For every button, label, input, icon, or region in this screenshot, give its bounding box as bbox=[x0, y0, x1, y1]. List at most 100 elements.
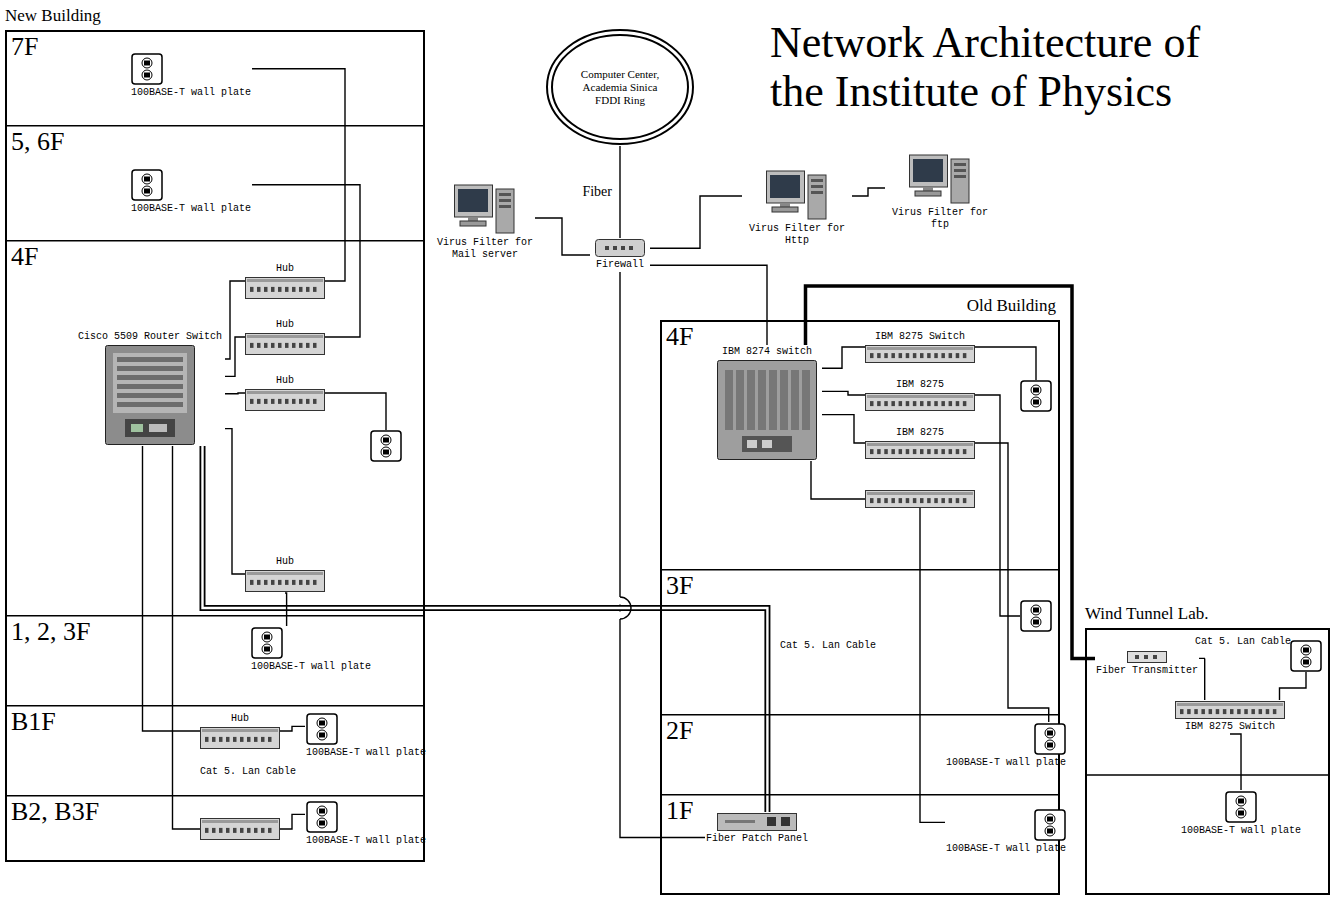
hub-icon bbox=[200, 727, 280, 749]
link-label: Fiber bbox=[580, 184, 614, 200]
link-path bbox=[1199, 658, 1205, 700]
network-link bbox=[225, 337, 245, 376]
panel-icon bbox=[717, 813, 797, 831]
device-label: Hub bbox=[276, 263, 294, 275]
link-path bbox=[252, 185, 360, 337]
network-link bbox=[1199, 658, 1205, 700]
device-label: Virus Filter for Mail server bbox=[436, 237, 534, 261]
ibm-icon bbox=[717, 360, 817, 460]
device-label: IBM 8275 bbox=[896, 427, 944, 439]
plate-icon bbox=[1291, 641, 1321, 671]
link-path bbox=[650, 196, 742, 248]
sw-icon bbox=[1175, 701, 1285, 719]
link-path bbox=[203, 446, 768, 812]
cable-line bbox=[325, 393, 386, 430]
hub: Hub bbox=[245, 374, 325, 412]
device-label: 100BASE-T wall plate bbox=[1181, 825, 1301, 837]
building: Old Building4FIBM 8274switchIBM 8275 Swi… bbox=[660, 320, 1060, 895]
link-path bbox=[822, 347, 865, 368]
network-link bbox=[203, 446, 768, 812]
patch-panel: Fiber Patch Panel bbox=[705, 812, 809, 846]
cable-note: Cat 5. Lan Cable bbox=[1195, 636, 1291, 648]
device-label: Hub bbox=[276, 556, 294, 568]
cable-line bbox=[1280, 672, 1307, 700]
hub: Hub bbox=[245, 555, 325, 593]
floor-label: 1F bbox=[666, 798, 693, 824]
lan-switch: IBM 8275 Switch bbox=[1175, 700, 1285, 734]
plate-icon bbox=[1225, 791, 1257, 823]
network-link bbox=[975, 443, 1049, 722]
fddi-ring: Computer Center, Academia Sinica FDDI Ri… bbox=[545, 28, 695, 146]
cable-note: Cat 5. Lan Cable bbox=[200, 766, 296, 778]
floor-band: 1F100BASE-T wall plateFiber Patch Panel bbox=[660, 794, 1060, 895]
link-path bbox=[143, 446, 201, 731]
sw-icon bbox=[865, 393, 975, 411]
floor-label: 4F bbox=[666, 324, 693, 350]
network-link bbox=[280, 726, 305, 731]
plate-icon bbox=[1034, 809, 1066, 841]
pc-icon bbox=[909, 153, 971, 205]
floor-band: 4FCisco 5509 Router SwitchHubHubHubHub bbox=[5, 240, 425, 615]
network-link bbox=[806, 286, 1096, 658]
network-link bbox=[852, 188, 885, 196]
connectors bbox=[143, 69, 1242, 838]
lan-switch: IBM 8275 bbox=[865, 426, 975, 460]
hub-icon bbox=[245, 333, 325, 355]
wall-plate: 100BASE-T wall plate bbox=[305, 712, 427, 760]
wall-plate: 100BASE-T wall plate bbox=[305, 800, 427, 848]
device-label: 100BASE-T wall plate bbox=[306, 835, 426, 847]
floor-label: 7F bbox=[11, 34, 38, 60]
floor-band: 5, 6F100BASE-T wall plate bbox=[5, 125, 425, 240]
floor-divider bbox=[1087, 774, 1328, 776]
network-link bbox=[285, 593, 287, 626]
network-link bbox=[822, 415, 865, 443]
network-link bbox=[650, 196, 742, 248]
sw-icon bbox=[866, 491, 975, 508]
pc-icon bbox=[454, 183, 516, 235]
network-link bbox=[143, 446, 201, 731]
virus-filter: Virus Filter for ftp bbox=[885, 152, 995, 232]
plate-icon bbox=[1021, 381, 1051, 411]
link-path bbox=[252, 69, 345, 281]
link-path bbox=[535, 218, 590, 255]
virus-filter: Virus Filter for Mail server bbox=[435, 182, 535, 262]
plate-icon bbox=[251, 627, 283, 659]
device-label: 100BASE-T wall plate bbox=[946, 757, 1066, 769]
wall-plate: 100BASE-T wall plate bbox=[945, 808, 1067, 856]
wall-plate: 100BASE-T wall plate bbox=[130, 168, 252, 216]
link-path bbox=[822, 391, 865, 395]
network-link bbox=[252, 69, 345, 281]
link-path bbox=[806, 286, 1096, 658]
diagram-title: Network Architecture of the Institute of… bbox=[770, 18, 1240, 117]
bump-gap bbox=[619, 597, 622, 605]
building: Wind Tunnel Lab.Fiber TransmitterIBM 827… bbox=[1085, 628, 1330, 895]
plate-icon bbox=[1021, 601, 1051, 631]
floor-label: 4F bbox=[11, 244, 38, 270]
ring-label: Computer Center, Academia Sinica FDDI Ri… bbox=[570, 68, 670, 107]
label-row: IBM 8274switch bbox=[722, 346, 812, 358]
lan-switch: IBM 8275 bbox=[865, 378, 975, 412]
link-path bbox=[285, 593, 287, 626]
pc-icon bbox=[766, 169, 828, 221]
device-label: Hub bbox=[276, 375, 294, 387]
cisco-icon bbox=[105, 345, 195, 445]
device-label: 100BASE-T wall plate bbox=[131, 87, 251, 99]
bump-gap bbox=[619, 612, 622, 620]
plate-icon bbox=[131, 169, 163, 201]
device-label: Fiber Transmitter bbox=[1096, 665, 1198, 677]
cable-note: Cat 5. Lan Cable bbox=[780, 640, 876, 652]
device-label: Virus Filter for ftp bbox=[886, 207, 994, 231]
network-link bbox=[822, 391, 865, 395]
device-label: IBM 8275 Switch bbox=[1185, 721, 1275, 733]
floor-label: 3F bbox=[666, 573, 693, 599]
hub-icon bbox=[245, 570, 325, 592]
core-switch: IBM 8274switch bbox=[712, 345, 822, 461]
link-path bbox=[620, 272, 705, 838]
network-link bbox=[620, 146, 621, 238]
wall-plate: 100BASE-T wall plate bbox=[945, 722, 1067, 770]
wall-plate: 100BASE-T wall plate bbox=[250, 626, 372, 674]
firewall: Firewall bbox=[590, 238, 650, 272]
link-path bbox=[1230, 734, 1241, 790]
line-crossing bbox=[620, 597, 631, 619]
fiber-transmitter: Fiber Transmitter bbox=[1095, 650, 1199, 678]
